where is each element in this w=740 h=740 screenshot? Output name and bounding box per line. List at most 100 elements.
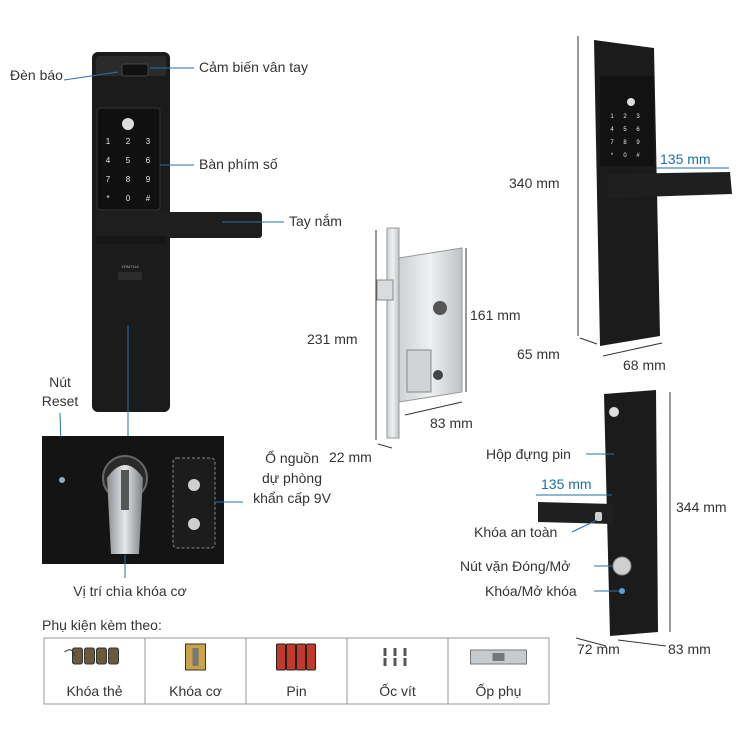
label-backup-2: dự phòng <box>262 470 322 486</box>
front-3d-logo-icon <box>627 98 635 106</box>
dim-back-handle: 135 mm <box>541 476 592 492</box>
dim-line-front-depth <box>579 337 598 345</box>
label-safety-lock: Khóa an toàn <box>474 524 557 540</box>
keypad-key: 6 <box>636 127 640 133</box>
dim-back-width: 83 mm <box>668 641 711 657</box>
key-card-icon <box>64 647 119 665</box>
dim-line-front-width <box>602 342 663 357</box>
dim-mortise-height: 231 mm <box>307 331 358 347</box>
accessory-label: Khóa thẻ <box>66 683 122 699</box>
accessory-label: Ốc vít <box>379 682 416 699</box>
keypad-key: 9 <box>146 175 151 184</box>
screws-icon <box>383 648 407 666</box>
keypad-key: 8 <box>126 175 131 184</box>
accessory-label: Pin <box>286 683 306 699</box>
dim-mortise-width: 83 mm <box>430 415 473 431</box>
dim-front-handle: 135 mm <box>660 151 711 167</box>
label-indicator-light: Đèn báo <box>10 67 63 83</box>
backup-contact-bottom <box>188 518 200 530</box>
leader-safety <box>571 519 598 533</box>
front-3d-lock: 1 2 3 4 5 6 7 8 9 * 0 # <box>594 40 732 346</box>
battery-icon <box>276 643 316 671</box>
accessory-box <box>447 637 550 705</box>
label-reset-2: Reset <box>42 393 79 409</box>
accessory-label: Khóa cơ <box>169 683 222 699</box>
accessory-box <box>346 637 449 705</box>
label-fingerprint: Cảm biến vân tay <box>199 59 308 75</box>
mechanical-key-icon <box>185 643 206 671</box>
keypad-key: 0 <box>126 194 131 203</box>
card-slot <box>118 272 142 280</box>
keypad-key: * <box>611 153 614 159</box>
keypad-panel <box>96 107 161 211</box>
safety-lock-switch <box>595 512 602 521</box>
open-close-knob-icon <box>612 556 632 576</box>
keypad-key: 3 <box>636 114 640 120</box>
dim-line-mortise-depth <box>377 443 393 449</box>
label-reset-1: Nút <box>49 374 71 390</box>
lock-unlock-button-icon <box>619 588 625 594</box>
label-backup-1: Ổ nguồn <box>265 449 319 466</box>
dim-front-depth: 65 mm <box>517 346 560 362</box>
detail-closeup <box>42 436 224 564</box>
front-3d-keypad-keys: 1 2 3 4 5 6 7 8 9 * 0 # <box>610 114 640 159</box>
back-lock-body <box>604 390 658 636</box>
dim-mortise-depth: 22 mm <box>329 449 372 465</box>
label-backup-3: khẩn cấp 9V <box>253 490 331 506</box>
label-handle: Tay nắm <box>289 213 342 229</box>
keypad-key: 2 <box>126 137 131 146</box>
dim-mortise-inner: 161 mm <box>470 307 521 323</box>
backup-power-slot <box>172 457 216 549</box>
latch-bolt <box>376 279 394 301</box>
back-handle <box>538 502 614 524</box>
keypad-key: 9 <box>636 140 640 146</box>
label-battery-box: Hộp đựng pin <box>486 446 571 462</box>
keypad-key: # <box>636 153 640 159</box>
keyhole <box>121 470 129 510</box>
strike-plate-icon <box>470 649 527 665</box>
dim-line-back-width <box>617 639 667 647</box>
handle-neck <box>96 236 166 244</box>
front-3d-handle <box>608 172 732 198</box>
cylinder-cutout <box>406 349 432 393</box>
keypad-key: 4 <box>106 156 111 165</box>
label-open-close: Nút vặn Đóng/Mở <box>460 558 570 574</box>
mortise-lock <box>376 227 463 439</box>
label-key-position: Vị trí chìa khóa cơ <box>73 583 186 599</box>
keypad-key: 8 <box>623 140 627 146</box>
dim-front-width: 68 mm <box>623 357 666 373</box>
reset-button-icon <box>59 477 65 483</box>
dim-front-height: 340 mm <box>509 175 560 191</box>
keypad-key: 0 <box>623 153 627 159</box>
dim-back-height: 344 mm <box>676 499 727 515</box>
keypad-key: 6 <box>146 156 151 165</box>
keypad-key: 7 <box>610 140 614 146</box>
spindle-hole <box>433 301 447 315</box>
keypad-key: # <box>146 194 151 203</box>
keypad-key: 4 <box>610 127 614 133</box>
fingerprint-sensor <box>121 63 149 77</box>
dim-back-depth: 72 mm <box>577 641 620 657</box>
back-lock <box>538 390 658 636</box>
keypad-key: 5 <box>126 156 131 165</box>
front-handle <box>96 212 262 238</box>
keypad-key: 5 <box>623 127 627 133</box>
backup-contact-top <box>188 479 200 491</box>
keypad-key: 3 <box>146 137 151 146</box>
keypad-key: 1 <box>106 137 111 146</box>
dim-line-back-depth <box>575 637 607 647</box>
keypad-key: 7 <box>106 175 111 184</box>
cylinder-hole <box>433 370 443 380</box>
keypad-key: 2 <box>623 114 627 120</box>
keypad-key: 1 <box>610 114 614 120</box>
dim-line-mortise-width <box>404 401 463 416</box>
mortise-faceplate <box>386 227 400 439</box>
accessories-row: Khóa thẻ Khóa cơ Pin Ốc vít Ốp phụ <box>43 637 550 705</box>
accessory-label: Ốp phụ <box>476 682 522 699</box>
model-text: YDM7116 <box>121 264 139 269</box>
leader-indicator <box>63 71 119 81</box>
back-logo-icon <box>609 407 619 417</box>
